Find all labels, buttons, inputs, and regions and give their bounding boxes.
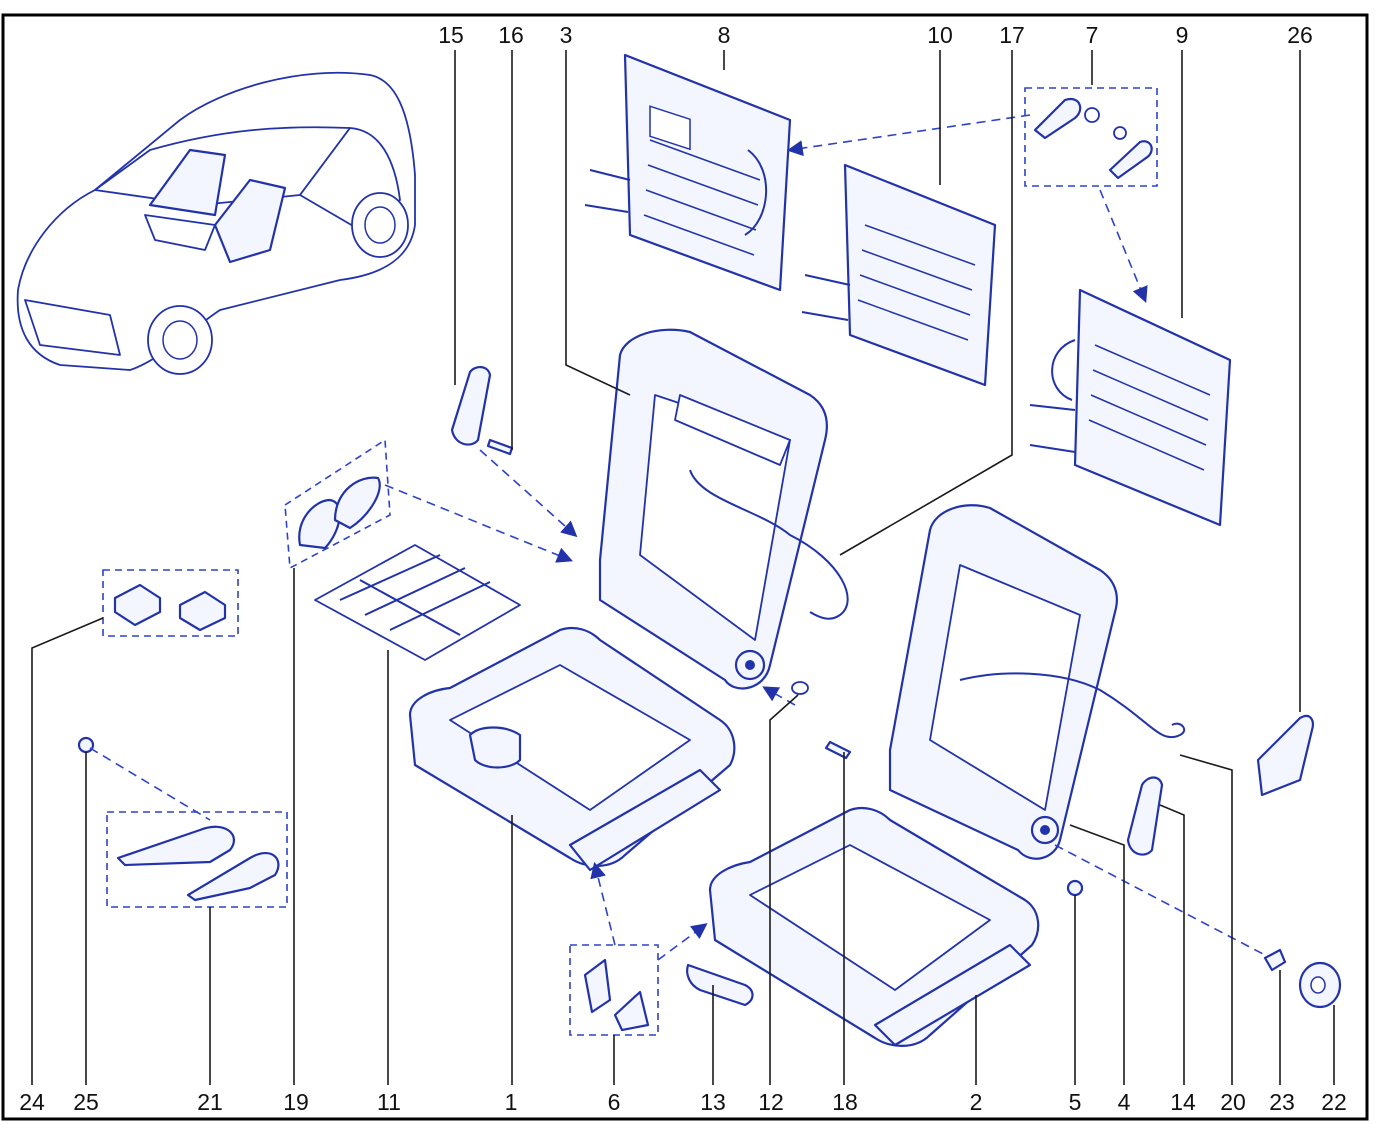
motor-14 — [1126, 776, 1164, 856]
callout-23: 23 — [1269, 1089, 1295, 1115]
seat-base-frame-2 — [708, 806, 1040, 1047]
trim-kit-19 — [284, 438, 391, 570]
callout-6: 6 — [608, 1089, 621, 1115]
callout-14: 14 — [1170, 1089, 1196, 1115]
clip-23 — [1263, 948, 1287, 972]
callout-20: 20 — [1220, 1089, 1246, 1115]
callout-8: 8 — [718, 22, 731, 48]
callout-22: 22 — [1321, 1089, 1347, 1115]
callouts-bottom: 24 25 21 19 11 1 6 13 12 18 2 5 4 14 20 … — [19, 1089, 1347, 1115]
callout-18: 18 — [832, 1089, 858, 1115]
motor-15 — [450, 366, 492, 446]
callout-21: 21 — [197, 1089, 223, 1115]
callout-2: 2 — [970, 1089, 983, 1115]
seat-base-frame-1 — [408, 626, 736, 872]
callout-4: 4 — [1118, 1089, 1131, 1115]
switch-13 — [686, 963, 754, 1007]
callout-1: 1 — [505, 1089, 518, 1115]
callout-11: 11 — [377, 1089, 401, 1115]
callout-16: 16 — [498, 22, 524, 48]
washer-12 — [791, 681, 809, 695]
callout-3: 3 — [560, 22, 573, 48]
callout-13: 13 — [700, 1089, 726, 1115]
lever-kit-7 — [1024, 87, 1158, 187]
seatback-frame-3 — [598, 328, 849, 690]
callout-26: 26 — [1287, 22, 1313, 48]
leader-lines — [31, 50, 1335, 1085]
callout-9: 9 — [1176, 22, 1189, 48]
seatback-mat-10 — [801, 163, 997, 387]
callout-7: 7 — [1086, 22, 1099, 48]
seatback-frame-4 — [888, 504, 1186, 860]
callout-10: 10 — [927, 22, 953, 48]
callout-19: 19 — [283, 1089, 309, 1115]
callout-25: 25 — [73, 1089, 99, 1115]
seat-mat-11 — [314, 544, 521, 661]
bracket-kit-24 — [102, 569, 239, 637]
nut-5 — [1066, 879, 1084, 897]
callouts-top: 15 16 3 8 10 17 7 9 26 — [438, 22, 1313, 48]
knob-22 — [1298, 961, 1342, 1009]
callout-17: 17 — [999, 22, 1025, 48]
screw-16 — [486, 438, 514, 456]
callout-5: 5 — [1069, 1089, 1082, 1115]
callout-15: 15 — [438, 22, 464, 48]
car-overview-illustration — [16, 71, 416, 375]
bolt-25 — [77, 736, 95, 754]
seatback-mat-9 — [1029, 288, 1232, 527]
callout-24: 24 — [19, 1089, 45, 1115]
bracket-26 — [1256, 714, 1314, 797]
seatback-mat-8 — [584, 53, 792, 292]
callout-12: 12 — [758, 1089, 784, 1115]
